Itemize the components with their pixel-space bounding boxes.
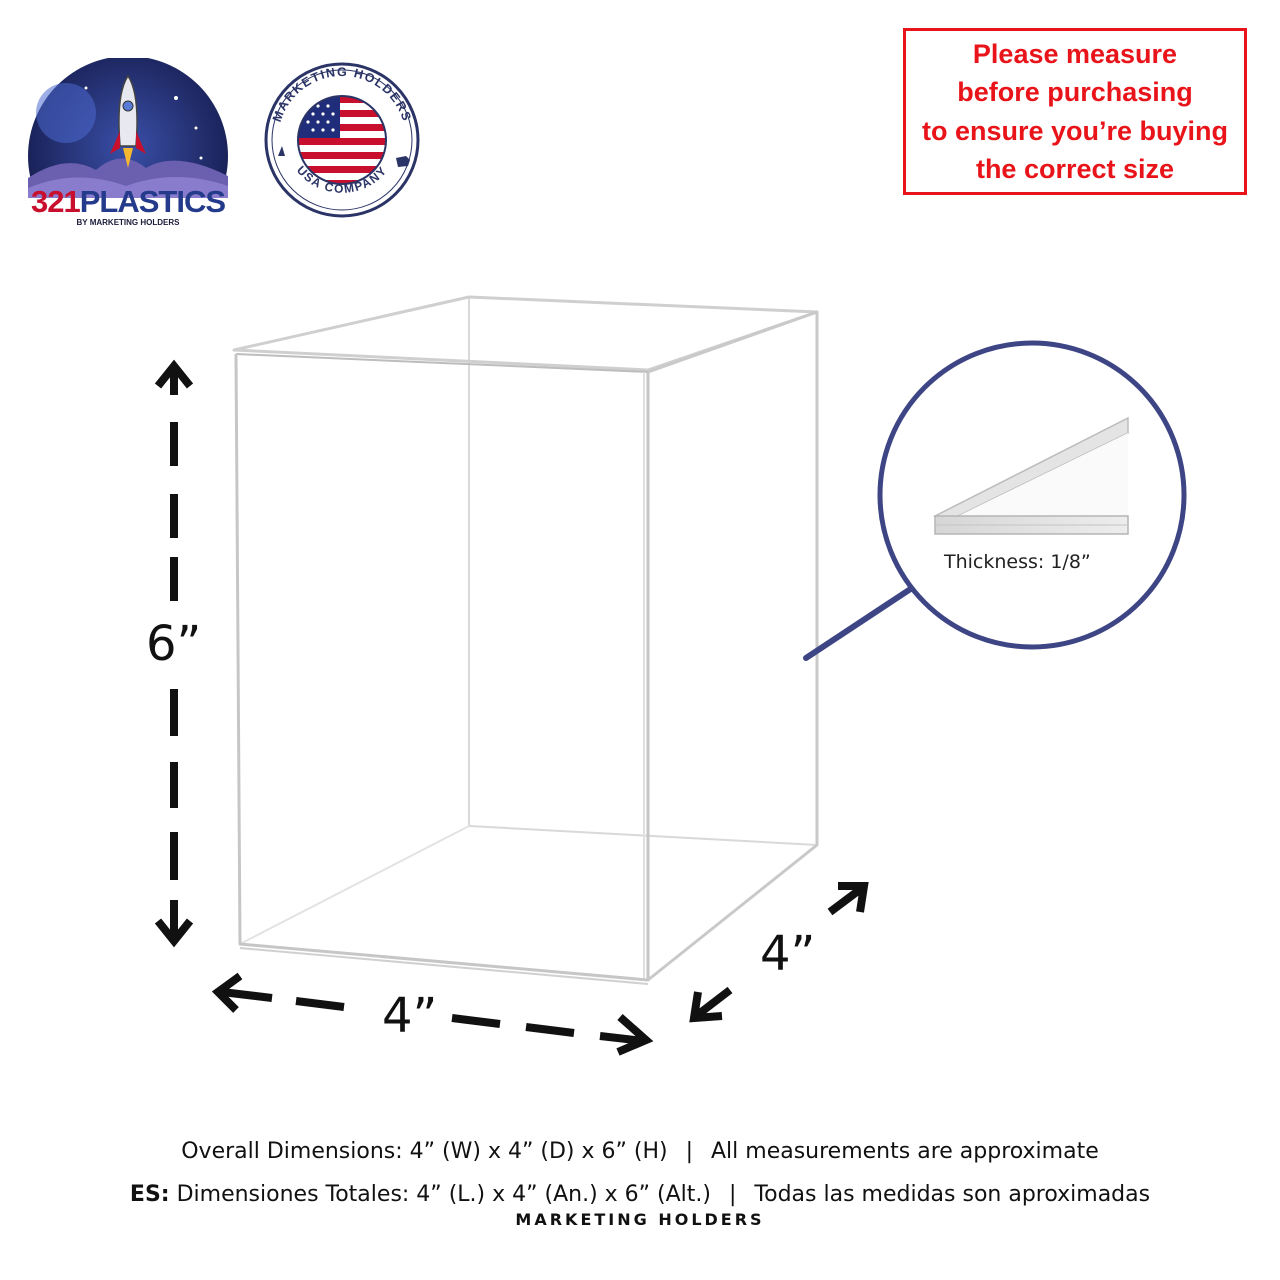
acrylic-display-box bbox=[232, 295, 819, 985]
aproximadas-note: Todas las medidas son aproximadas bbox=[754, 1182, 1151, 1207]
marketing-holders-usa-seal: MARKETING HOLDERS USA COMPANY bbox=[248, 60, 436, 218]
dimensions-line-en: Overall Dimensions: 4” (W) x 4” (D) x 6”… bbox=[0, 1130, 1280, 1173]
dimensiones-totales-text: Dimensiones Totales: 4” (L.) x 4” (An.) … bbox=[176, 1182, 711, 1207]
warning-line: to ensure you’re buying bbox=[921, 115, 1229, 146]
separator: | bbox=[729, 1182, 737, 1207]
mini-rocket-icon bbox=[278, 146, 285, 156]
width-label: 4” bbox=[382, 988, 438, 1044]
warning-line: the correct size bbox=[975, 154, 1175, 184]
321-plastics-logo: 321PLASTICS BY MARKETING HOLDERS bbox=[26, 58, 230, 232]
dimensions-line-es: ES: Dimensiones Totales: 4” (L.) x 4” (A… bbox=[0, 1173, 1280, 1216]
width-dimension-arrow bbox=[211, 972, 654, 1056]
depth-dimension-arrow bbox=[689, 882, 869, 1023]
language-prefix: ES: bbox=[129, 1182, 170, 1207]
321-plastics-wordmark: 321PLASTICS bbox=[30, 184, 226, 219]
separator: | bbox=[685, 1139, 693, 1164]
thickness-magnifier bbox=[803, 340, 1187, 661]
warning-line: Please measure bbox=[972, 38, 1178, 69]
depth-label: 4” bbox=[760, 926, 816, 982]
thickness-label: Thickness: 1/8” bbox=[944, 551, 1091, 573]
height-label: 6” bbox=[146, 616, 202, 672]
dimensions-footer: Overall Dimensions: 4” (W) x 4” (D) x 6”… bbox=[0, 1130, 1280, 1229]
321-plastics-byline: BY MARKETING HOLDERS bbox=[76, 218, 180, 227]
overall-dimensions-text: Overall Dimensions: 4” (W) x 4” (D) x 6”… bbox=[181, 1139, 668, 1164]
brand-footer: MARKETING HOLDERS bbox=[515, 1210, 765, 1229]
warning-line: before purchasing bbox=[957, 77, 1193, 107]
acrylic-edge-closeup bbox=[932, 416, 1129, 535]
rocket-icon bbox=[28, 58, 228, 198]
measure-warning-box: Please measure before purchasing to ensu… bbox=[903, 28, 1247, 195]
usa-map-icon bbox=[396, 156, 410, 167]
approximate-note: All measurements are approximate bbox=[711, 1139, 1099, 1164]
height-dimension-arrow bbox=[154, 359, 194, 948]
